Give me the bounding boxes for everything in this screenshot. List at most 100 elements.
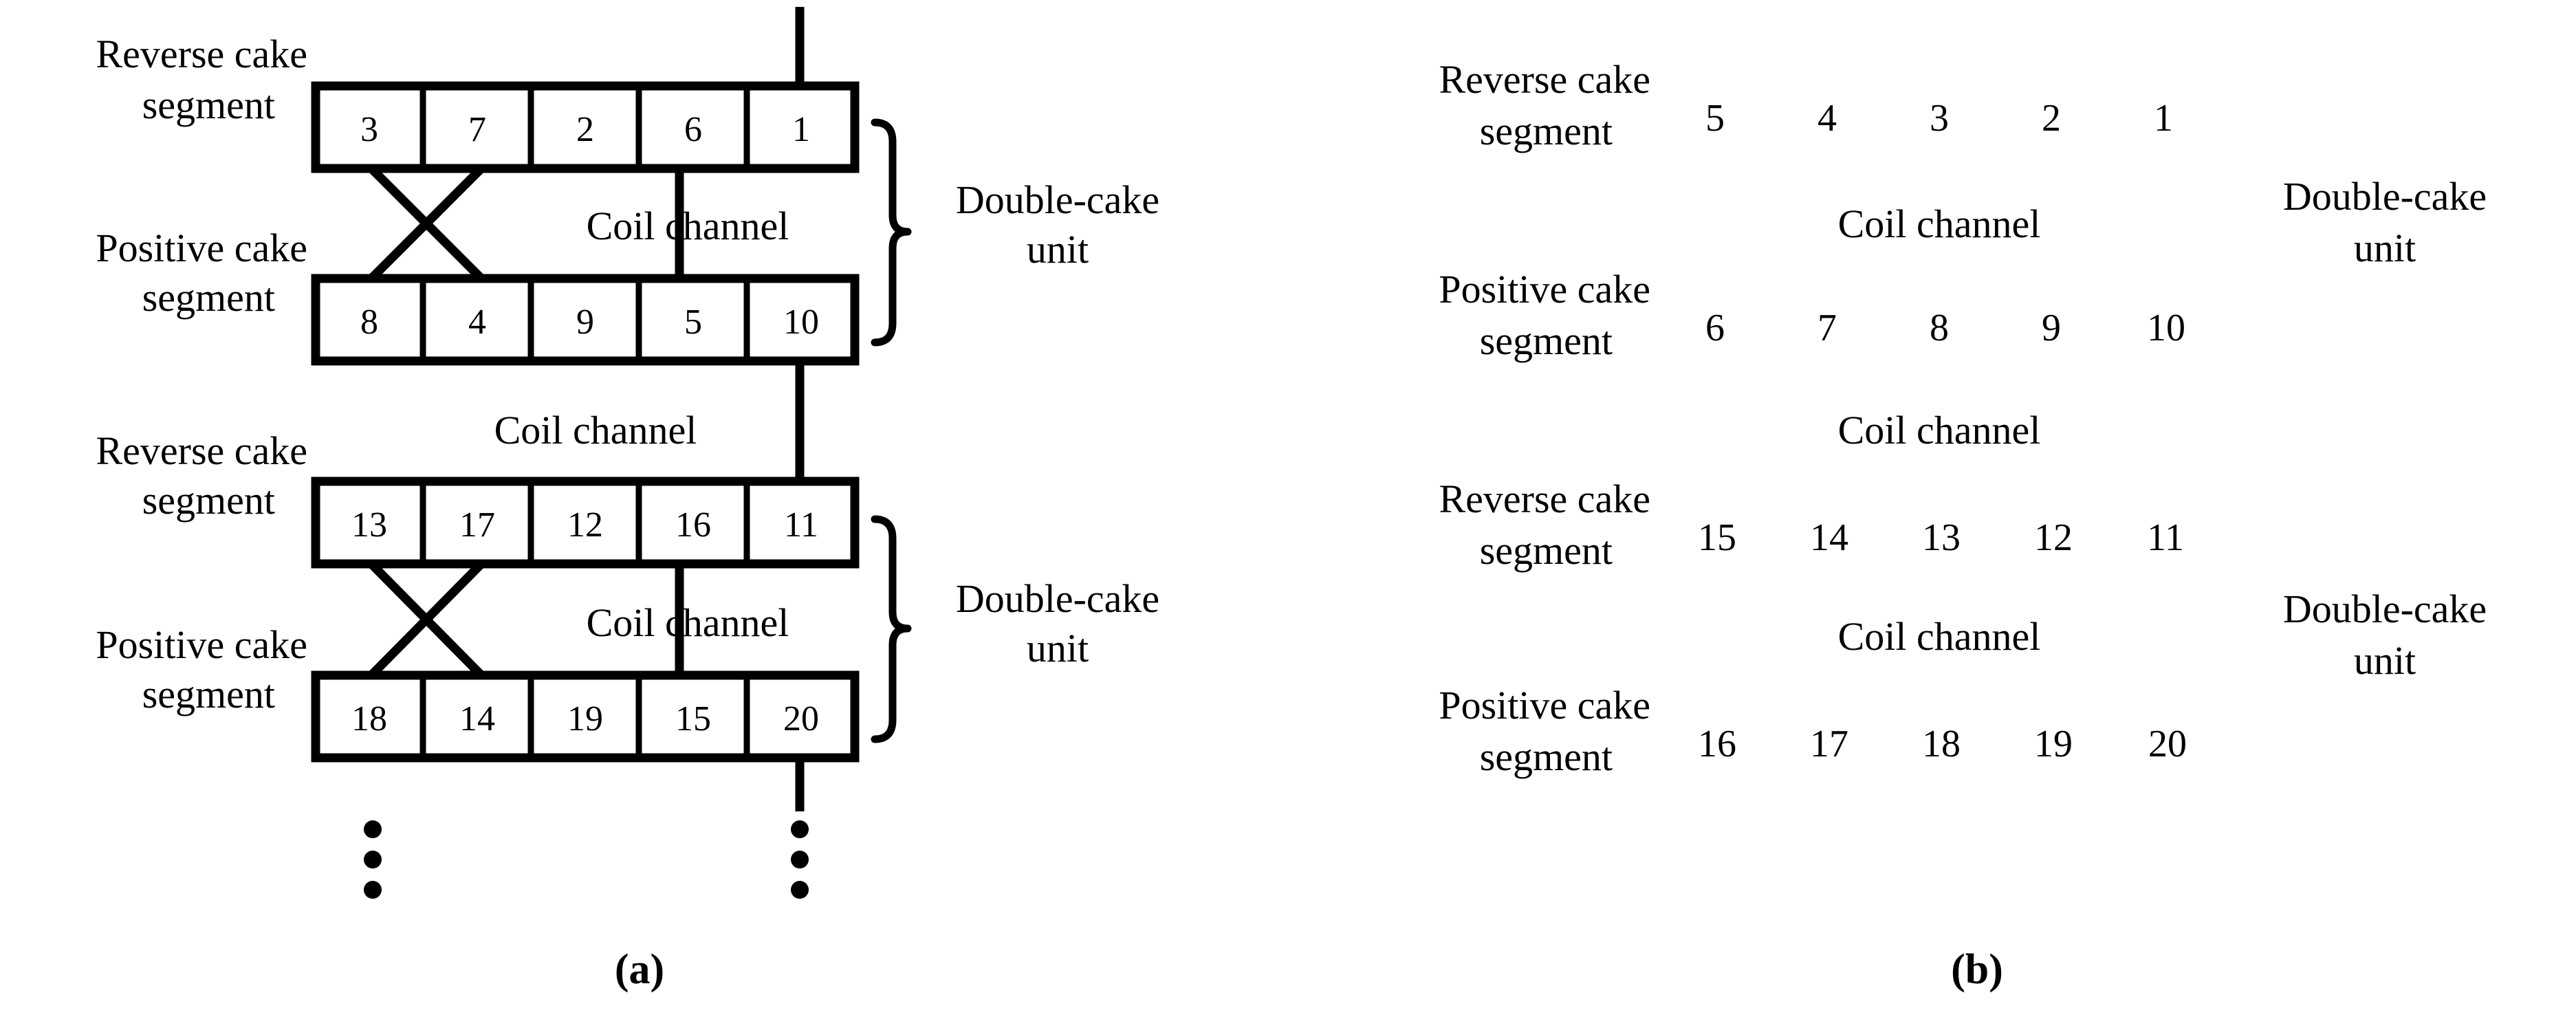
ellipsis-dot [791,820,809,838]
b-cell: 5 [1705,97,1725,140]
b-row-1-values: 5 4 3 2 1 [1705,97,2173,140]
ellipsis-dot [364,820,382,838]
b-cell: 15 [1698,516,1736,559]
b-double-cake-unit-label-1: Double-cake unit [2283,174,2487,270]
cake-row-4-label-line1: Positive cake [96,622,307,667]
cake-row-1-label: Reverse cake segment [96,32,307,127]
b-cell: 18 [1922,723,1961,765]
b-double-cake-unit-line2: unit [2354,638,2416,683]
cake-row-2-label-line1: Positive cake [96,226,307,270]
b-cell: 6 [1705,307,1725,349]
b-row-2-label: Positive cake segment [1439,267,1650,363]
b-cell: 16 [1698,723,1736,765]
coil-channel-label-3: Coil channel [587,600,789,645]
coil-channel-text: Coil channel [494,408,697,452]
b-cell: 2 [2042,97,2061,140]
b-row-3-values: 15 14 13 12 11 [1698,516,2184,559]
cake-cell: 13 [351,505,387,545]
cake-cell: 3 [360,110,378,149]
panel-b: Reverse cake segment 5 4 3 2 1 Coil chan… [1439,57,2487,993]
b-cell: 8 [1930,307,1949,349]
cake-cell: 16 [675,505,711,545]
ellipsis-dot [364,851,382,868]
cake-row-4-label-line2: segment [142,672,275,717]
b-row-3-label-line2: segment [1480,528,1613,573]
cake-cell: 14 [459,699,495,739]
double-cake-unit-line2: unit [1027,227,1089,272]
cake-row-4: 18 14 19 15 20 [311,670,860,763]
panel-b-caption: (b) [1951,946,2003,993]
panel-a-caption: (a) [615,946,664,993]
cake-cell: 17 [459,505,495,545]
b-cell: 13 [1922,516,1961,559]
b-cell: 7 [1818,307,1837,349]
b-row-4-label-line1: Positive cake [1439,683,1650,728]
cake-row-1-label-line2: segment [142,83,275,127]
b-cell: 12 [2034,516,2073,559]
cake-row-3-frame [311,477,860,569]
double-cake-unit-brace-2 [871,515,912,743]
b-double-cake-unit-line1: Double-cake [2283,174,2487,219]
double-cake-unit-line2: unit [1027,626,1089,670]
crossover-strand [368,560,485,679]
cake-row-1-label-line1: Reverse cake [96,32,307,76]
cake-cell: 4 [468,303,486,342]
double-cake-unit-label-2: Double-cake unit [956,576,1159,670]
cake-row-2-label-line2: segment [142,275,275,320]
coil-channel-text: Coil channel [587,204,789,248]
ellipsis-dot [791,851,809,868]
ellipsis-dot [364,881,382,899]
b-double-cake-unit-line2: unit [2354,226,2416,270]
b-cell: 17 [1810,723,1848,765]
cake-cell: 9 [576,303,594,342]
b-double-cake-unit-label-2: Double-cake unit [2283,587,2487,683]
cake-cell: 5 [684,303,702,342]
cake-row-2-frame [311,274,860,366]
cake-row-3-label-line2: segment [142,478,275,523]
b-cell: 3 [1930,97,1949,140]
cake-row-3-label: Reverse cake segment [96,428,307,523]
double-cake-unit-label-1: Double-cake unit [956,177,1159,272]
ellipsis-dot [791,881,809,899]
cake-cell: 11 [784,505,818,545]
cake-cell: 19 [567,699,603,739]
b-coil-channel-3: Coil channel [1838,614,2041,659]
crossover-strand [368,165,485,282]
double-cake-unit-line1: Double-cake [956,576,1159,621]
cake-cell: 6 [684,110,702,149]
coil-channel-label-2: Coil channel [494,408,697,452]
cake-row-1: 3 7 2 6 1 [311,81,860,173]
cake-cell: 2 [576,110,594,149]
cake-row-4-frame [311,670,860,763]
b-cell: 20 [2148,723,2187,765]
b-row-2-label-line2: segment [1480,318,1613,363]
b-coil-channel-1: Coil channel [1838,201,2041,246]
b-cell: 10 [2147,307,2185,349]
cake-cell: 1 [792,110,810,149]
continuation-dots-left [364,820,382,899]
cake-row-4-label: Positive cake segment [96,622,307,717]
b-row-3-label: Reverse cake segment [1439,477,1650,573]
coil-channel-text: Coil channel [587,600,789,645]
coil-channel-label-1: Coil channel [587,204,789,248]
double-cake-unit-line1: Double-cake [956,177,1159,222]
b-row-1-label-line2: segment [1480,109,1613,153]
cake-cell: 7 [468,110,486,149]
b-row-4-label-line2: segment [1480,734,1613,779]
cake-cell: 8 [360,303,378,342]
cake-cell: 18 [351,699,387,739]
cake-row-3-label-line1: Reverse cake [96,428,307,473]
b-row-4-values: 16 17 18 19 20 [1698,723,2187,765]
b-row-2-label-line1: Positive cake [1439,267,1650,311]
cake-row-3: 13 17 12 16 11 [311,477,860,569]
double-cake-unit-brace-1 [871,118,912,347]
b-cell: 11 [2147,516,2184,559]
b-double-cake-unit-line1: Double-cake [2283,587,2487,631]
b-cell: 1 [2154,97,2173,140]
cake-cell: 10 [783,303,819,342]
b-cell: 4 [1818,97,1837,140]
cake-cell: 12 [567,505,603,545]
b-cell: 19 [2034,723,2073,765]
